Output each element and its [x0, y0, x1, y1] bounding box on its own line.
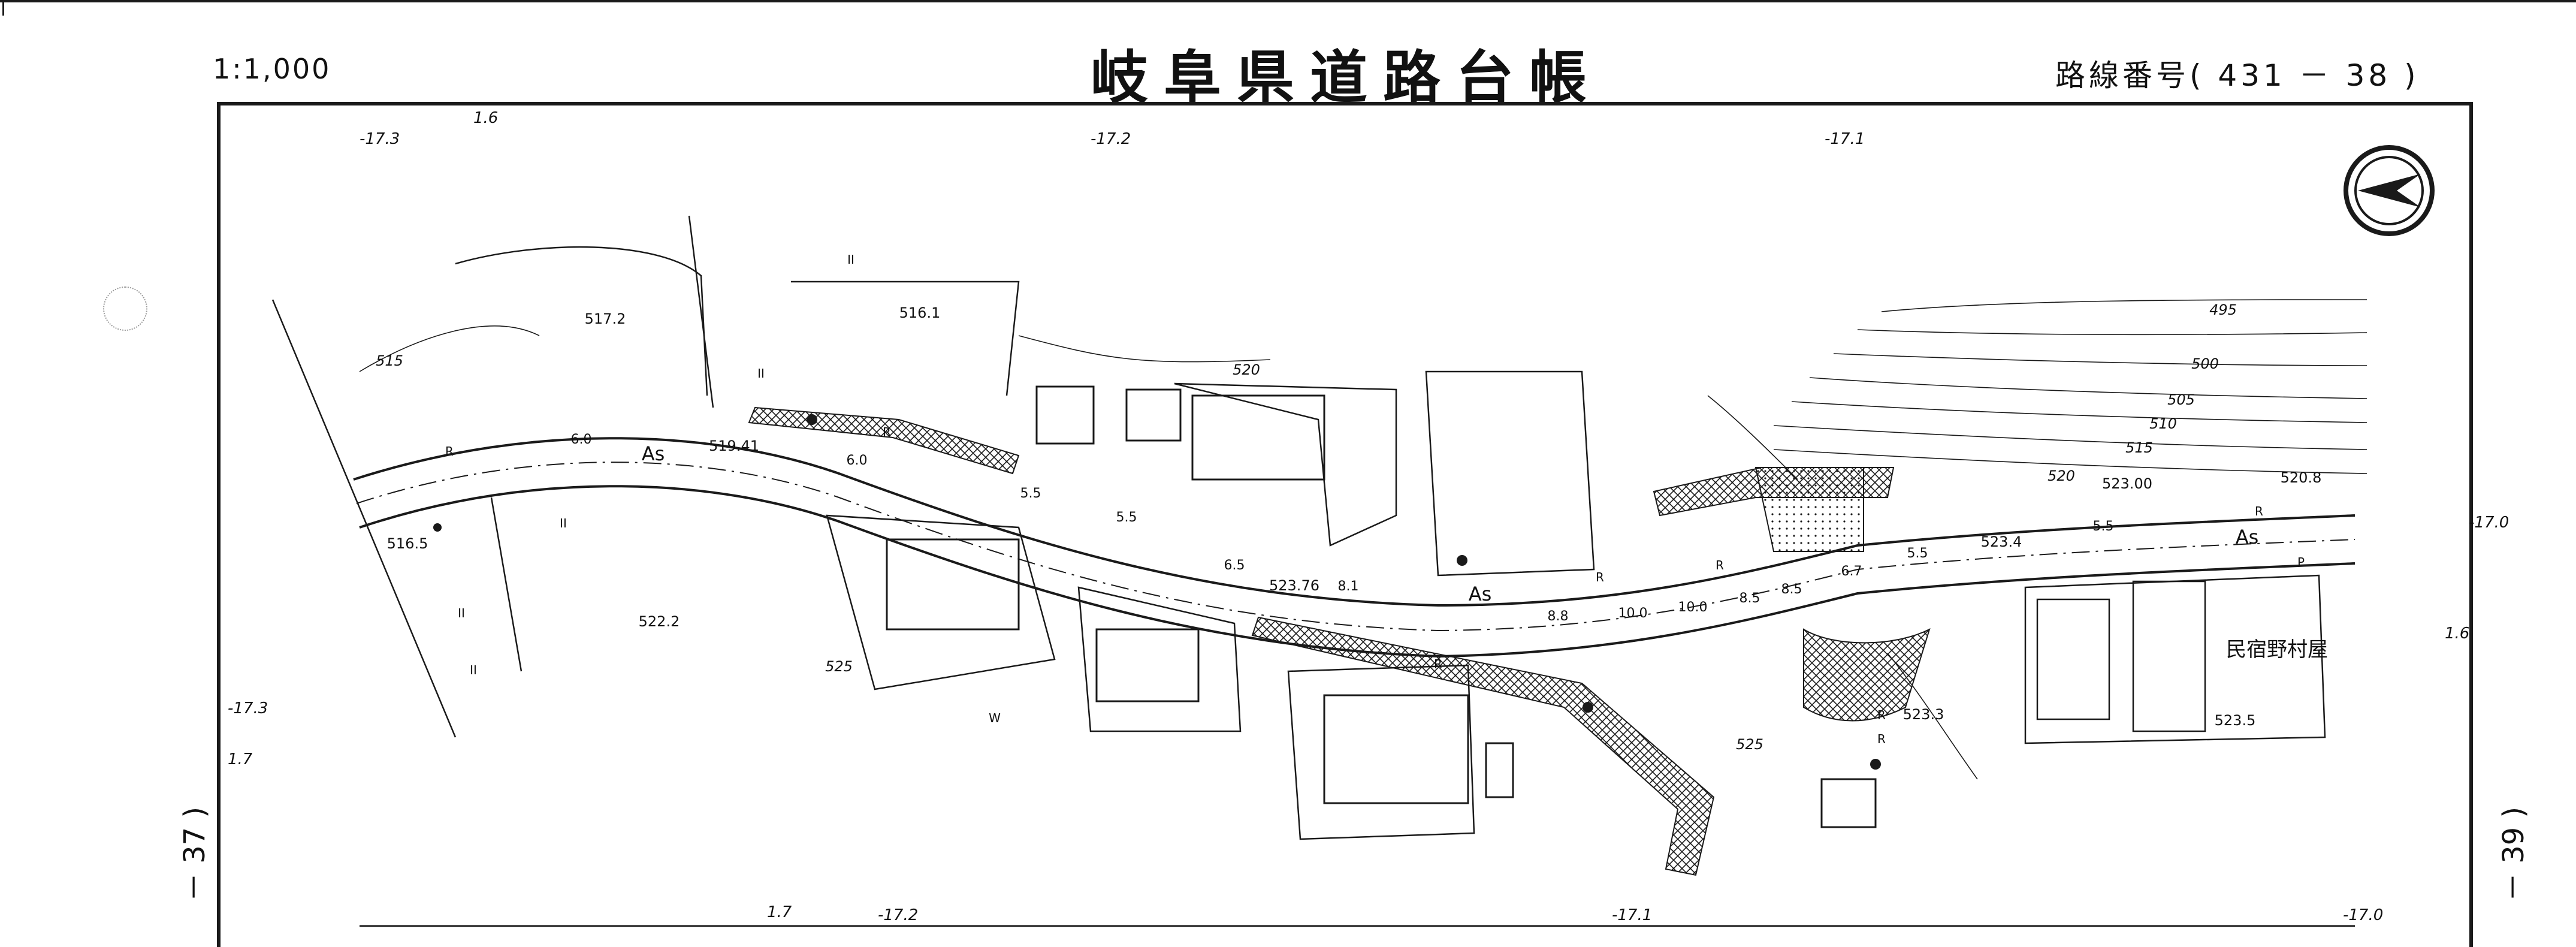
map-frame: [217, 102, 2473, 947]
punch-hole-mark: [103, 286, 147, 331]
grid-tick-label: -17.2: [1091, 130, 1131, 148]
road-width-label: 5.5: [2093, 519, 2114, 534]
grid-tick-label: -17.1: [1825, 130, 1865, 148]
map-symbol: W: [989, 711, 1001, 725]
road-width-label: 8.5: [1740, 591, 1760, 606]
road-width-label: 5.5: [1116, 510, 1137, 525]
elevation-label: 523.76: [1269, 577, 1319, 594]
grid-tick-label: -17.2: [878, 906, 918, 924]
elevation-label: 516.5: [387, 535, 428, 552]
road-width-label: 6.5: [1224, 558, 1245, 573]
road-width-label: 10.0: [1618, 606, 1648, 621]
map-symbol: R: [1877, 732, 1886, 746]
contour-label: 520: [1233, 361, 1260, 378]
elevation-label: 522.2: [639, 613, 680, 630]
map-symbol: II: [847, 252, 854, 267]
grid-tick-label: -17.0: [2343, 906, 2383, 924]
grid-tick-label: 1.7: [767, 903, 792, 921]
map-symbol: R: [1716, 558, 1724, 572]
contour-label: 525: [825, 658, 853, 675]
road-width-label: 10.0: [1678, 600, 1708, 615]
grid-tick-label: -17.3: [228, 699, 268, 717]
contour-label: 500: [2191, 355, 2219, 372]
elevation-label: 523.00: [2102, 475, 2152, 492]
buildings: [886, 385, 1877, 828]
building-name-label: 民宿野村屋: [2226, 638, 2328, 662]
road-surface-label: As: [642, 442, 665, 465]
road-width-label: 8.1: [1338, 579, 1359, 594]
map-symbol: II: [757, 366, 765, 381]
road-width-label: 6.7: [1841, 564, 1862, 579]
road-width-label: 8.8: [1548, 609, 1569, 624]
map-symbol: R: [883, 425, 891, 439]
road-width-label: 5.5: [1907, 546, 1928, 561]
parcel-boundaries: [271, 215, 2326, 840]
north-arrow-icon: [2344, 145, 2435, 236]
road-width-label: 8.5: [1781, 582, 1802, 597]
corner-mark: [2, 0, 4, 16]
contour-label: 520: [2047, 468, 2075, 484]
map-symbol: R: [1596, 570, 1604, 584]
map-symbol: II: [560, 516, 567, 530]
road-surface-label: As: [2236, 526, 2259, 548]
point-symbols: [433, 414, 1881, 770]
elevation-label: 523.4: [1981, 533, 2022, 550]
route-number: 路線番号( 431 － 38 ): [2055, 58, 2420, 93]
map-symbol: P: [2297, 555, 2305, 569]
map-symbol: II: [470, 663, 477, 677]
road-width-label: 5.5: [1020, 486, 1041, 501]
map-scale: 1:1,000: [213, 53, 331, 85]
map-symbol: R: [1434, 657, 1442, 671]
map-symbol: R: [2255, 504, 2263, 518]
contour-lines: [359, 299, 2367, 780]
grid-tick-label: 1.7: [228, 750, 253, 768]
map-symbol: II: [458, 606, 465, 620]
elevation-label: 516.1: [899, 304, 941, 321]
road-width-label: 6.0: [571, 432, 592, 447]
retaining-walls: [748, 406, 1931, 876]
map-symbol: R: [445, 444, 454, 459]
elevation-label: 523.3: [1903, 706, 1944, 723]
contour-label: 525: [1736, 736, 1763, 753]
grid-tick-label: 1.6: [2445, 625, 2469, 643]
grid-tick-label: -17.1: [1612, 906, 1652, 924]
grid-tick-label: -17.3: [360, 130, 400, 148]
elevation-label: 517.2: [585, 310, 626, 327]
top-border-line: [0, 0, 2576, 2]
contour-label: 505: [2167, 391, 2195, 408]
road-width-label: 6.0: [847, 453, 868, 468]
contour-label: 515: [376, 352, 403, 369]
contour-label: 515: [2125, 439, 2153, 456]
road-centerline: [356, 462, 2355, 632]
map-title: 岐阜県道路台帳: [1091, 44, 1602, 111]
road-surface-label: As: [1469, 583, 1492, 605]
grid-tick-label: -17.0: [2469, 514, 2509, 532]
contour-label: 495: [2209, 301, 2237, 318]
grid-tick-label: 1.6: [473, 109, 498, 127]
elevation-label: 519.41: [709, 438, 759, 454]
elevation-label: 523.5: [2215, 712, 2256, 729]
map-symbol: R: [1877, 708, 1886, 722]
elevation-label: 520.8: [2281, 469, 2322, 486]
contour-label: 510: [2149, 415, 2177, 432]
